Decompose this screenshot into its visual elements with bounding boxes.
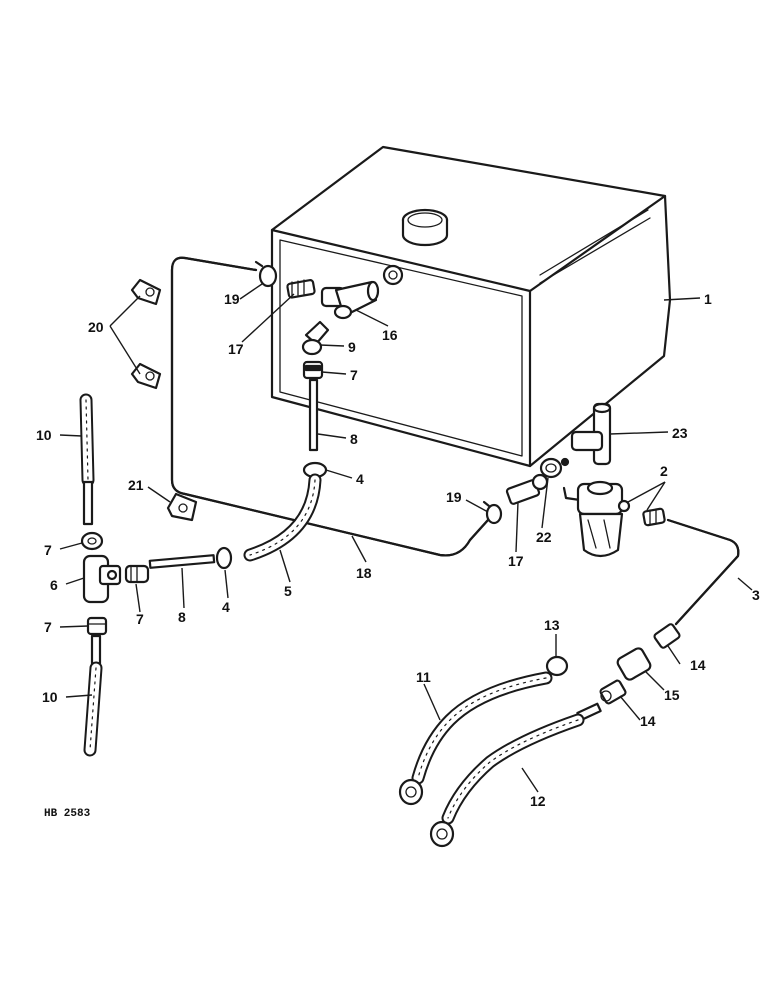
callout-10-lower: 10 — [42, 689, 58, 705]
callout-11: 11 — [416, 669, 431, 685]
union-14-upper — [653, 623, 681, 649]
union-lower-left — [86, 616, 108, 636]
hose-11 — [398, 671, 553, 806]
callout-4-horizontal: 4 — [222, 599, 230, 615]
hose-upper-left — [79, 393, 95, 526]
feed-pipe — [666, 518, 740, 626]
callout-12: 12 — [530, 793, 546, 809]
callout-6: 6 — [50, 577, 58, 593]
elbow-fitting — [320, 280, 380, 320]
union-top — [302, 360, 324, 380]
callout-7-upper-left: 7 — [44, 542, 52, 558]
sealing-washer — [539, 457, 570, 479]
fuel-tank — [270, 145, 672, 468]
adaptor-right — [505, 473, 549, 505]
union-14-lower — [599, 679, 627, 705]
clip-horizontal — [215, 546, 233, 570]
callout-14-lower: 14 — [640, 713, 656, 729]
callout-16: 16 — [382, 327, 398, 343]
hose-clip-right — [482, 500, 503, 525]
callout-17-top: 17 — [228, 341, 244, 357]
callout-8-horizontal: 8 — [178, 609, 186, 625]
callout-18: 18 — [356, 565, 372, 581]
union-horizontal — [124, 564, 150, 584]
callout-22: 22 — [536, 529, 552, 545]
callout-20: 20 — [88, 319, 104, 335]
callout-19-right: 19 — [446, 489, 462, 505]
callout-17-right: 17 — [508, 553, 524, 569]
callout-15: 15 — [664, 687, 680, 703]
leader-lines — [59, 283, 753, 793]
union-upper-left — [80, 531, 104, 551]
return-pipe — [170, 256, 490, 557]
fuel-hose — [243, 473, 322, 562]
callout-numbers: 1 2 3 4 4 5 6 7 7 7 7 8 8 9 10 10 11 12 … — [36, 291, 760, 820]
callout-21: 21 — [128, 477, 144, 493]
callout-3: 3 — [752, 587, 760, 603]
filter-union — [642, 507, 666, 527]
callout-2: 2 — [660, 463, 668, 479]
callout-1: 1 — [704, 291, 712, 307]
pipe-clip-upper — [130, 278, 162, 306]
banjo-elbow — [301, 320, 330, 356]
hose-lower-left — [83, 634, 103, 757]
sleeve — [616, 647, 652, 681]
callout-9: 9 — [348, 339, 356, 355]
callout-14-upper: 14 — [690, 657, 706, 673]
pipe-clip-21 — [166, 492, 198, 522]
hose-12 — [429, 702, 602, 848]
pipe-clip-lower — [130, 362, 162, 390]
fuel-filter — [562, 480, 631, 558]
callout-19-top: 19 — [224, 291, 240, 307]
callout-7-top: 7 — [350, 367, 358, 383]
callout-10-upper: 10 — [36, 427, 52, 443]
hose-clip-top — [254, 260, 278, 288]
ring — [545, 655, 569, 677]
callout-4-vertical: 4 — [356, 471, 364, 487]
pipe-vertical — [308, 378, 319, 452]
tee-piece — [82, 554, 122, 604]
drawing-reference: HB 2583 — [44, 808, 91, 820]
tank-outlet-boss — [382, 264, 404, 286]
callout-5: 5 — [284, 583, 292, 599]
callout-8-vertical: 8 — [350, 431, 358, 447]
callout-23: 23 — [672, 425, 688, 441]
adaptor-top — [286, 279, 316, 299]
callout-7-horizontal: 7 — [136, 611, 144, 627]
tee-connector — [570, 402, 612, 466]
callout-7-lower-left: 7 — [44, 619, 52, 635]
callout-13: 13 — [544, 617, 560, 633]
pipe-horizontal — [148, 554, 216, 569]
